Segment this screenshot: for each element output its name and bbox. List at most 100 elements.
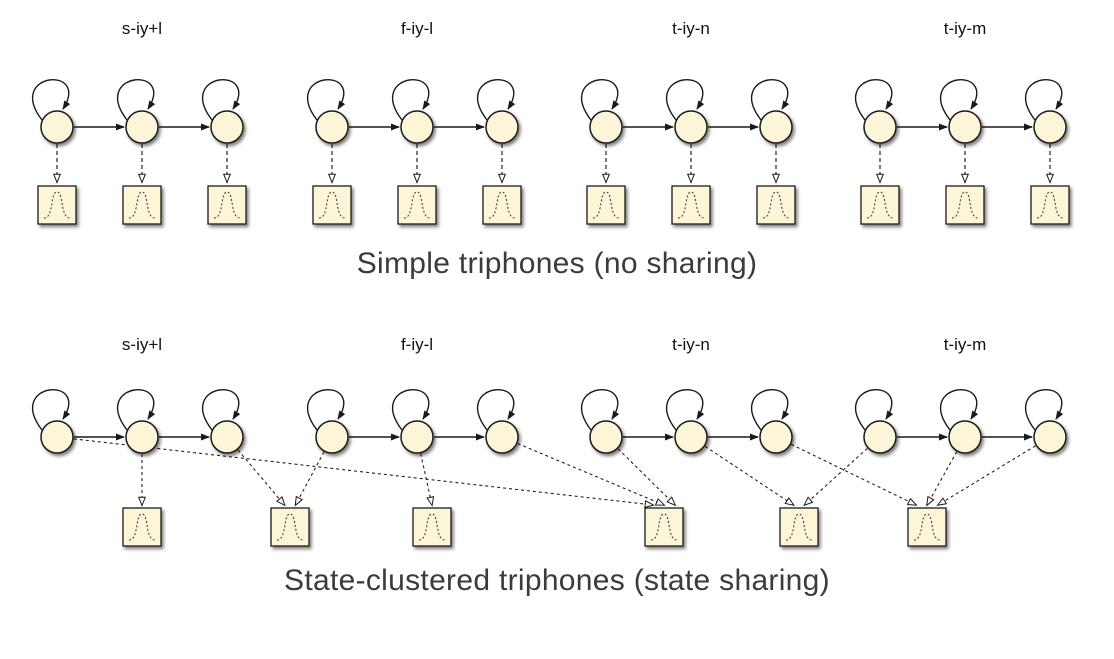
state-tying-arrow [938,445,1036,505]
triphone-label: t-iy-m [944,19,986,38]
state-tying-arrow [704,445,793,505]
caption-simple-triphones: Simple triphones (no sharing) [356,247,758,280]
gaussian-curve [677,191,705,219]
gaussian-box [412,507,452,547]
gaussian-box [644,507,684,547]
triphone-label: s-iy+l [122,19,162,38]
self-loop-arrow [201,389,241,431]
hmm-state [948,420,982,454]
self-loop-arrow [854,389,894,431]
self-loop-arrow [116,79,156,121]
hmm-state [863,420,897,454]
self-loop-arrow [201,79,241,121]
gaussian-output [412,507,452,547]
gaussian-output [122,507,162,547]
gaussian-curve [650,513,678,541]
gaussian-output [671,185,711,225]
gaussian-output [756,185,796,225]
gaussian-curve [592,191,620,219]
triphone-label: t-iy-n [672,19,710,38]
self-loop-arrow [854,79,894,121]
gaussian-box [907,507,947,547]
triphone-label: t-iy-n [672,335,710,354]
self-loop-arrow [31,389,71,431]
gaussian-box [37,185,77,225]
state-tying-arrow [73,438,653,505]
gaussian-output [37,185,77,225]
gaussian-output [1030,185,1070,225]
gaussian-output [586,185,626,225]
gaussian-output [122,185,162,225]
gaussian-box [945,185,985,225]
gaussian-curve [43,191,71,219]
self-loop-arrow [391,79,431,121]
state-tying-arrow [296,451,325,505]
gaussian-box [860,185,900,225]
gaussian-box [1030,185,1070,225]
self-loop-arrow [665,79,705,121]
state-tying-arrow [617,448,675,505]
self-loop-arrow [939,389,979,431]
self-loop-arrow [750,389,790,431]
state-tying-arrow [517,443,664,505]
self-loop-arrow [116,389,156,431]
hmm-state [1033,420,1067,454]
hmm-state [674,110,708,144]
gaussian-curve [488,191,516,219]
state-tying-arrow [805,447,868,505]
gaussian-box [756,185,796,225]
hmm-state [400,110,434,144]
triphone-label: s-iy+l [122,335,162,354]
gaussian-output [312,185,352,225]
self-loop-arrow [1024,79,1064,121]
triphone-label: t-iy-m [944,335,986,354]
gaussian-output [644,507,684,547]
hmm-state [863,110,897,144]
hmm-state [759,420,793,454]
gaussian-box [397,185,437,225]
hmm-state [40,110,74,144]
gaussian-curve [128,513,156,541]
state-tying-arrow [237,449,285,505]
hmm-state [210,420,244,454]
self-loop-arrow [750,79,790,121]
gaussian-curve [1036,191,1064,219]
hmm-state [485,420,519,454]
gaussian-curve [762,191,790,219]
gaussian-box [671,185,711,225]
self-loop-arrow [391,389,431,431]
gaussian-curve [913,513,941,541]
gaussian-box [779,507,819,547]
hmm-state [948,110,982,144]
gaussian-curve [276,513,304,541]
hmm-state [759,110,793,144]
hmm-state [400,420,434,454]
gaussian-curve [403,191,431,219]
self-loop-arrow [31,79,71,121]
self-loop-arrow [476,389,516,431]
self-loop-arrow [580,389,620,431]
gaussian-curve [418,513,446,541]
state-tying-arrow [791,443,916,505]
gaussian-curve [785,513,813,541]
gaussian-output [482,185,522,225]
gaussian-box [586,185,626,225]
self-loop-arrow [665,389,705,431]
gaussian-curve [866,191,894,219]
hmm-state [125,110,159,144]
gaussian-curve [128,191,156,219]
state-tying-arrow [927,451,958,505]
gaussian-curve [951,191,979,219]
hmm-state [589,110,623,144]
hmm-state [315,110,349,144]
gaussian-box [270,507,310,547]
gaussian-output [907,507,947,547]
gaussian-output [779,507,819,547]
caption-state-clustered-triphones: State-clustered triphones (state sharing… [284,564,830,597]
self-loop-arrow [306,389,346,431]
triphone-label: f-iy-l [401,335,433,354]
hmm-state [589,420,623,454]
gaussian-box [312,185,352,225]
